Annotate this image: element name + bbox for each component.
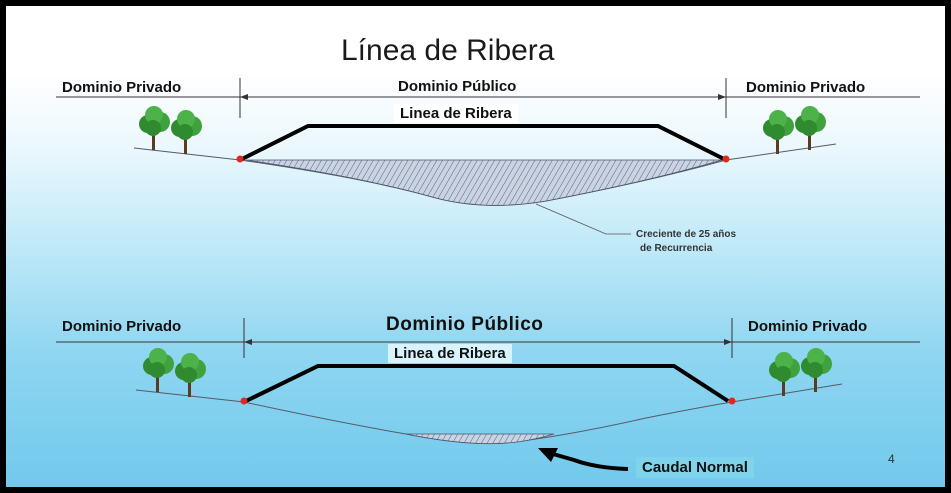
bottom-right-label: Dominio Privado (748, 318, 868, 335)
top-ribera-line (241, 124, 725, 161)
top-arrow-left (240, 94, 248, 100)
slide-number: 4 (888, 452, 895, 466)
top-annotation-line1: Creciente de 25 años (636, 229, 737, 240)
bottom-diagram (56, 318, 920, 471)
caudal-normal-label: Caudal Normal (636, 457, 754, 478)
bottom-left-trees (143, 348, 206, 397)
bottom-right-bank-marker (728, 397, 736, 405)
top-center-label: Dominio Público (398, 78, 517, 95)
diagram-graphics (56, 78, 920, 471)
top-left-trees (139, 106, 202, 154)
bottom-left-label: Dominio Privado (62, 318, 182, 335)
bottom-center-label: Dominio Público (386, 314, 544, 335)
top-diagram (56, 78, 920, 235)
top-right-label: Dominio Privado (746, 79, 866, 96)
caudal-arrow-shaft (545, 450, 629, 471)
caudal-arrow-head (538, 448, 558, 462)
top-right-bank-marker (722, 155, 730, 163)
bottom-right-trees (769, 348, 832, 396)
top-water-fill (245, 159, 723, 206)
bottom-ribera-line (245, 364, 730, 403)
top-ribera-label: Linea de Ribera (394, 104, 518, 123)
slide: Línea de Ribera Dominio Privado Dominio … (6, 6, 945, 487)
bottom-water-fill (405, 433, 555, 444)
top-arrow-right (718, 94, 726, 100)
bottom-arrow-left (244, 339, 252, 345)
top-annotation-leader (535, 203, 631, 235)
top-left-bank-marker (236, 155, 244, 163)
bottom-left-bank-marker (240, 397, 248, 405)
bottom-ribera-label: Linea de Ribera (388, 344, 512, 363)
top-left-label: Dominio Privado (62, 79, 182, 96)
bottom-arrow-right (724, 339, 732, 345)
slide-title: Línea de Ribera (341, 34, 555, 67)
top-annotation-line2: de Recurrencia (640, 243, 713, 254)
